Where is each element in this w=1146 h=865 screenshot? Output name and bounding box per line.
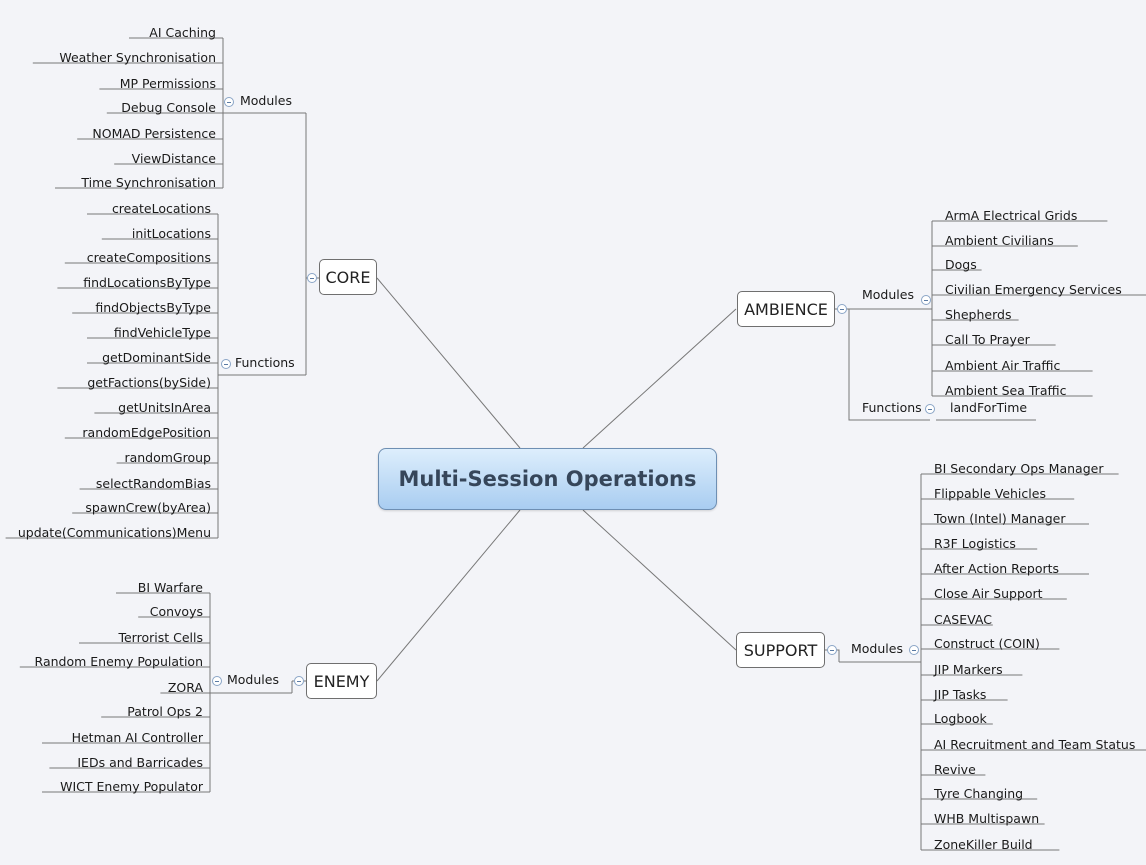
support-module-item-casevac[interactable]: CASEVAC [934, 612, 992, 627]
support-module-item-ai-recruitment-and-team-status[interactable]: AI Recruitment and Team Status [934, 737, 1136, 752]
core-function-item-findobjectsbytype[interactable]: findObjectsByType [95, 300, 211, 315]
enemy-modules-toggle-icon[interactable] [212, 676, 222, 686]
core-function-item-getdominantside[interactable]: getDominantSide [102, 350, 211, 365]
enemy-module-item-random-enemy-population[interactable]: Random Enemy Population [34, 654, 203, 669]
connector-enemy [376, 509, 521, 682]
ambience-modules-label[interactable]: Modules [862, 287, 914, 302]
ambience-module-item-civilian-emergency-services[interactable]: Civilian Emergency Services [945, 282, 1122, 297]
core-function-item-findvehicletype[interactable]: findVehicleType [113, 325, 211, 340]
core-module-item-time-synchronisation[interactable]: Time Synchronisation [81, 175, 216, 190]
core-function-item-randomedgeposition[interactable]: randomEdgePosition [82, 425, 211, 440]
branch-enemy[interactable]: ENEMY [306, 663, 377, 699]
enemy-toggle-icon[interactable] [294, 676, 304, 686]
support-module-item-jip-tasks[interactable]: JIP Tasks [934, 687, 987, 702]
core-toggle-icon[interactable] [307, 273, 317, 283]
core-modules-label[interactable]: Modules [240, 93, 292, 108]
core-module-item-nomad-persistence[interactable]: NOMAD Persistence [92, 126, 216, 141]
support-toggle-icon[interactable] [827, 645, 837, 655]
enemy-module-item-wict-enemy-populator[interactable]: WICT Enemy Populator [60, 779, 203, 794]
support-module-item-zonekiller-build[interactable]: ZoneKiller Build [934, 837, 1033, 852]
core-module-item-weather-synchronisation[interactable]: Weather Synchronisation [59, 50, 216, 65]
support-module-item-flippable-vehicles[interactable]: Flippable Vehicles [934, 486, 1046, 501]
enemy-module-item-bi-warfare[interactable]: BI Warfare [137, 580, 203, 595]
enemy-module-item-terrorist-cells[interactable]: Terrorist Cells [118, 630, 203, 645]
core-functions-toggle-icon[interactable] [221, 359, 231, 369]
ambience-toggle-icon[interactable] [837, 304, 847, 314]
core-functions-label[interactable]: Functions [235, 355, 295, 370]
connector-core [376, 277, 521, 449]
ambience-function-item-landfortime[interactable]: landForTime [950, 400, 1028, 415]
core-function-item-getfactions-byside[interactable]: getFactions(bySide) [87, 375, 211, 390]
ambience-functions-path [848, 309, 930, 421]
support-module-item-r3f-logistics[interactable]: R3F Logistics [934, 536, 1016, 551]
core-function-item-spawncrew-byarea[interactable]: spawnCrew(byArea) [85, 500, 211, 515]
core-function-item-createlocations[interactable]: createLocations [111, 201, 211, 216]
enemy-modules-label[interactable]: Modules [227, 672, 279, 687]
core-function-item-randomgroup[interactable]: randomGroup [124, 450, 211, 465]
branch-support[interactable]: SUPPORT [736, 632, 825, 668]
branch-ambience[interactable]: AMBIENCE [737, 291, 835, 327]
core-function-item-selectrandombias[interactable]: selectRandomBias [95, 476, 211, 491]
support-modules-toggle-icon[interactable] [909, 645, 919, 655]
connector-ambience [582, 308, 737, 449]
enemy-module-item-ieds-and-barricades[interactable]: IEDs and Barricades [77, 755, 203, 770]
ambience-functions-toggle-icon[interactable] [925, 404, 935, 414]
core-function-item-initlocations[interactable]: initLocations [131, 226, 211, 241]
ambience-module-item-dogs[interactable]: Dogs [945, 257, 977, 272]
ambience-functions-label[interactable]: Functions [862, 400, 922, 415]
core-function-item-createcompositions[interactable]: createCompositions [86, 250, 211, 265]
enemy-module-item-hetman-ai-controller[interactable]: Hetman AI Controller [71, 730, 203, 745]
support-module-item-revive[interactable]: Revive [934, 762, 976, 777]
core-module-item-viewdistance[interactable]: ViewDistance [131, 151, 216, 166]
support-module-item-after-action-reports[interactable]: After Action Reports [934, 561, 1060, 576]
support-modules-label[interactable]: Modules [851, 641, 903, 656]
core-modules-toggle-icon[interactable] [224, 97, 234, 107]
ambience-module-item-ambient-sea-traffic[interactable]: Ambient Sea Traffic [945, 383, 1067, 398]
core-function-item-getunitsinarea[interactable]: getUnitsInArea [118, 400, 211, 415]
ambience-module-item-arma-electrical-grids[interactable]: ArmA Electrical Grids [945, 208, 1078, 223]
ambience-module-item-ambient-air-traffic[interactable]: Ambient Air Traffic [945, 358, 1061, 373]
enemy-module-item-zora[interactable]: ZORA [167, 680, 203, 695]
core-module-item-ai-caching[interactable]: AI Caching [149, 25, 216, 40]
core-module-item-debug-console[interactable]: Debug Console [121, 100, 216, 115]
ambience-modules-toggle-icon[interactable] [921, 295, 931, 305]
enemy-module-item-patrol-ops-2[interactable]: Patrol Ops 2 [127, 704, 203, 719]
support-module-item-jip-markers[interactable]: JIP Markers [934, 662, 1003, 677]
support-module-item-town-intel-manager[interactable]: Town (Intel) Manager [934, 511, 1066, 526]
support-module-item-whb-multispawn[interactable]: WHB Multispawn [934, 811, 1040, 826]
support-module-item-close-air-support[interactable]: Close Air Support [934, 586, 1043, 601]
support-module-item-logbook[interactable]: Logbook [934, 711, 987, 726]
branch-core[interactable]: CORE [319, 259, 377, 295]
ambience-module-item-shepherds[interactable]: Shepherds [945, 307, 1012, 322]
ambience-module-item-ambient-civilians[interactable]: Ambient Civilians [945, 233, 1054, 248]
enemy-module-item-convoys[interactable]: Convoys [149, 604, 203, 619]
support-module-item-construct-coin[interactable]: Construct (COIN) [934, 636, 1040, 651]
connector-support [582, 509, 737, 651]
core-function-item-update-communications-menu[interactable]: update(Communications)Menu [17, 525, 211, 540]
core-module-item-mp-permissions[interactable]: MP Permissions [119, 76, 216, 91]
central-topic[interactable]: Multi-Session Operations [378, 448, 717, 510]
ambience-module-item-call-to-prayer[interactable]: Call To Prayer [945, 332, 1030, 347]
support-module-item-bi-secondary-ops-manager[interactable]: BI Secondary Ops Manager [934, 461, 1104, 476]
support-module-item-tyre-changing[interactable]: Tyre Changing [934, 786, 1024, 801]
core-function-item-findlocationsbytype[interactable]: findLocationsByType [83, 275, 211, 290]
